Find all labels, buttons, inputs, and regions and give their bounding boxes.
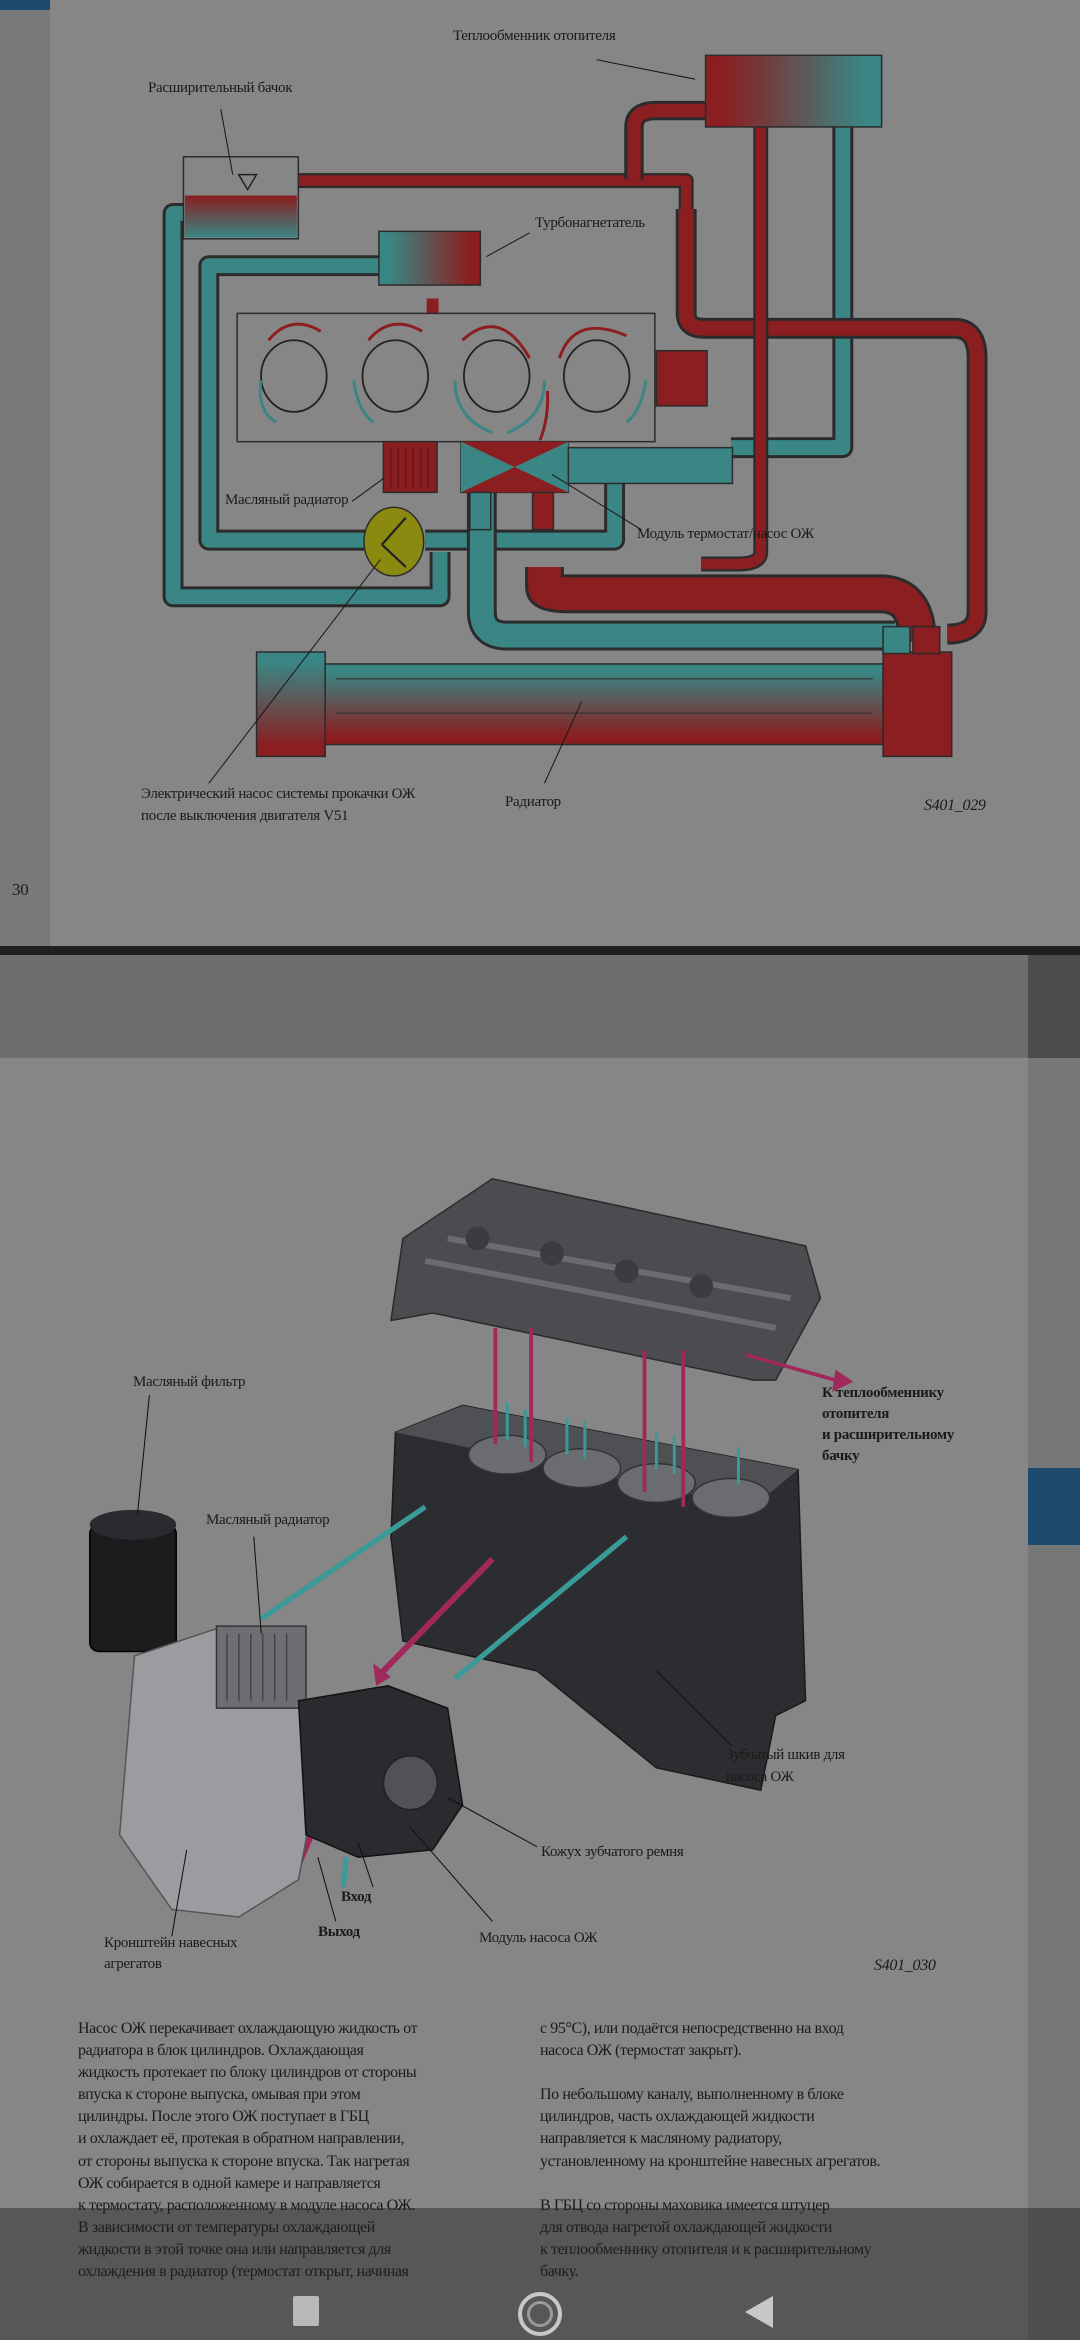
text-line: В зависимости от температуры охлаждающей bbox=[78, 2218, 375, 2236]
label-oil-cooler: Масляный радиатор bbox=[225, 492, 349, 508]
label-outlet: Выход bbox=[318, 1924, 360, 1940]
body-text-left: Насос ОЖ перекачивает охлаждающую жидкос… bbox=[78, 2018, 508, 2283]
label-to-heater-4: бачку bbox=[822, 1448, 860, 1464]
label-inlet: Вход bbox=[341, 1889, 372, 1905]
label-to-heater-3: и расширительному bbox=[822, 1427, 955, 1443]
label-toothed-pulley-1: Зубчатый шкив для bbox=[726, 1747, 845, 1763]
text-line: ОЖ собирается в одной камере и направляе… bbox=[78, 2174, 381, 2192]
home-icon bbox=[527, 2301, 553, 2327]
label-oil-cooler-2: Масляный радиатор bbox=[206, 1512, 330, 1528]
oil-filter bbox=[89, 1524, 177, 1653]
text-line: к термостату, расположенному в модуле на… bbox=[78, 2196, 415, 2214]
text-line: впуска к стороне выпуска, омывая при это… bbox=[78, 2086, 361, 2104]
chapter-tab-right[interactable] bbox=[1028, 1468, 1080, 1545]
label-to-heater-1: К теплообменнику bbox=[822, 1385, 944, 1401]
label-bracket-1: Кронштейн навесных bbox=[104, 1935, 238, 1951]
text-line: По небольшому каналу, выполненному в бло… bbox=[540, 2086, 844, 2104]
pump-module bbox=[297, 1685, 464, 1859]
text-line: охлаждения в радиатор (термостат открыт,… bbox=[78, 2263, 409, 2281]
text-line: от стороны выпуска к стороне впуска. Так… bbox=[78, 2152, 410, 2170]
label-oil-filter: Масляный фильтр bbox=[133, 1374, 246, 1390]
label-belt-cover: Кожух зубчатого ремня bbox=[541, 1844, 684, 1860]
text-line: бачку. bbox=[540, 2263, 579, 2281]
figure-id-2: S401_030 bbox=[874, 1957, 936, 1974]
navigation-bar bbox=[0, 2208, 1080, 2340]
back-button[interactable] bbox=[745, 2296, 773, 2328]
label-bracket-2: агрегатов bbox=[104, 1956, 162, 1972]
text-line: жидкость протекает по блоку цилиндров от… bbox=[78, 2064, 417, 2082]
oil-cooler bbox=[215, 1625, 307, 1709]
text-line: В ГБЦ со стороны маховика имеется штуцер bbox=[540, 2196, 830, 2214]
text-line: насоса ОЖ (термостат закрыт). bbox=[540, 2042, 742, 2060]
label-toothed-pulley-2: насоса ОЖ bbox=[726, 1769, 794, 1785]
text-line: установленному на кронштейне навесных аг… bbox=[540, 2152, 881, 2170]
engine-illustration bbox=[89, 1177, 854, 1937]
page-2-header-strip bbox=[1028, 955, 1080, 1058]
body-text-right: с 95°C), или подаётся непосредственно на… bbox=[540, 2018, 970, 2283]
label-radiator: Радиатор bbox=[505, 794, 561, 810]
text-line: для отвода нагретой охлаждающей жидкости bbox=[540, 2218, 832, 2236]
text-line: жидкости в этой точке она или направляет… bbox=[78, 2240, 391, 2258]
text-line: Насос ОЖ перекачивает охлаждающую жидкос… bbox=[78, 2020, 418, 2037]
label-thermostat-module: Модуль термостат/насос ОЖ bbox=[637, 526, 814, 542]
page-divider bbox=[0, 946, 1080, 955]
chapter-tab[interactable] bbox=[0, 0, 50, 10]
page-2-margin-strip bbox=[1028, 1058, 1080, 2340]
text-line: цилиндры. После этого ОЖ поступает в ГБЦ bbox=[78, 2108, 369, 2126]
page-2-header bbox=[0, 955, 1028, 1058]
label-turbocharger: Турбонагнетатель bbox=[535, 215, 645, 231]
recents-button[interactable] bbox=[293, 2296, 319, 2326]
label-expansion-tank: Расширительный бачок bbox=[148, 80, 293, 96]
label-electric-pump-1: Электрический насос системы прокачки ОЖ bbox=[141, 786, 415, 802]
figure-id: S401_029 bbox=[924, 797, 986, 814]
page-1: Теплообменник отопителя Расширительный б… bbox=[0, 0, 1080, 946]
text-line: и охлаждает её, протекая в обратном напр… bbox=[78, 2130, 405, 2148]
text-line: цилиндров, часть охлаждающей жидкости bbox=[540, 2108, 815, 2126]
home-button[interactable] bbox=[518, 2292, 562, 2336]
page-number: 30 bbox=[12, 880, 29, 899]
text-line: с 95°C), или подаётся непосредственно на… bbox=[540, 2020, 844, 2037]
label-pump-module: Модуль насоса ОЖ bbox=[479, 1930, 598, 1946]
cooling-circuit-diagram bbox=[162, 54, 988, 784]
text-line: направляется к масляному радиатору, bbox=[540, 2130, 782, 2148]
label-heater-core: Теплообменник отопителя bbox=[453, 28, 616, 44]
page-margin-strip bbox=[0, 0, 50, 946]
label-to-heater-2: отопителя bbox=[822, 1406, 890, 1422]
text-line: радиатора в блок цилиндров. Охлаждающая bbox=[78, 2042, 364, 2060]
label-electric-pump-2: после выключения двигателя V51 bbox=[141, 808, 349, 824]
text-line: к теплообменнику отопителя и к расширите… bbox=[540, 2240, 872, 2258]
cylinder-head bbox=[390, 1177, 822, 1381]
